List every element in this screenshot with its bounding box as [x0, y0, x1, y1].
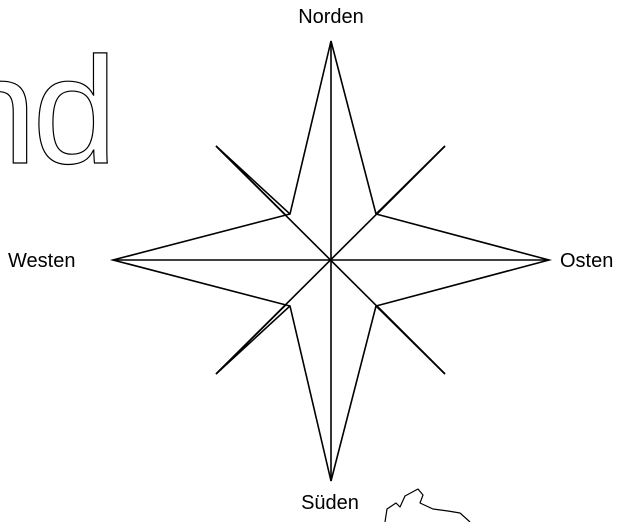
compass-label-south: Süden [301, 492, 359, 514]
map-squiggle-icon [385, 489, 470, 522]
compass-label-north: Norden [298, 6, 364, 28]
compass-label-west: Westen [8, 250, 75, 272]
background-outline-text: nd [0, 26, 113, 196]
compass-rose [113, 41, 549, 481]
compass-label-east: Osten [560, 250, 613, 272]
